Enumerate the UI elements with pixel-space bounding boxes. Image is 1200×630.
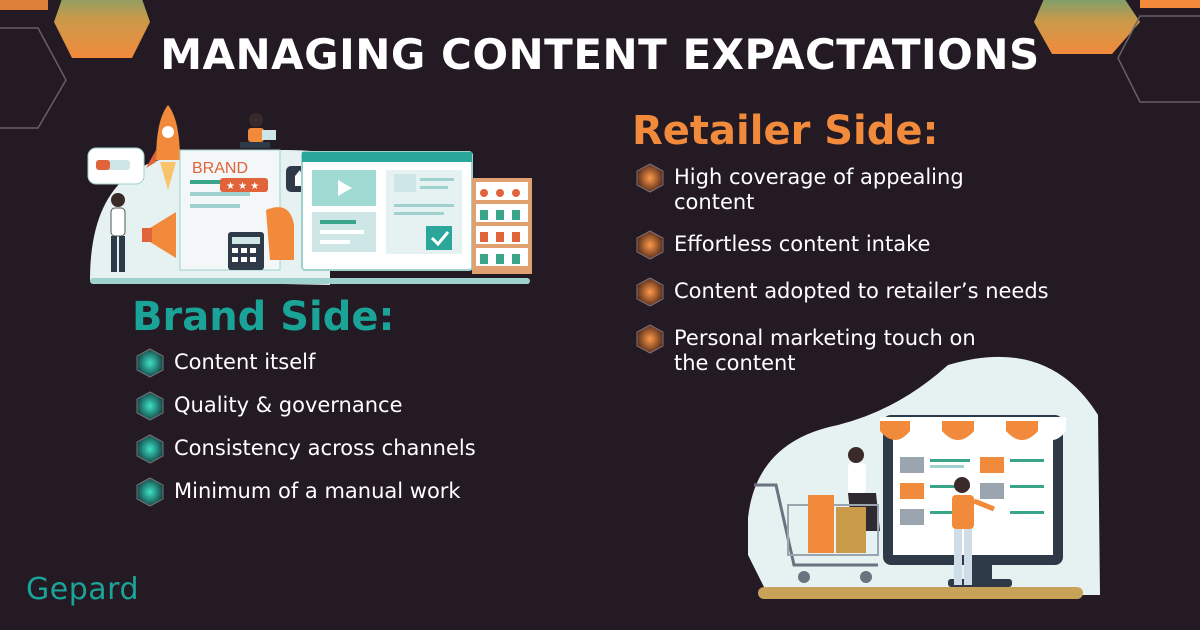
retailer-side-heading: Retailer Side: <box>632 108 939 154</box>
hexagon-shape <box>54 0 150 58</box>
hexagon-shape <box>1117 15 1200 103</box>
brand-illustration: ★ ★ ★ <box>87 105 532 285</box>
retailer-side-list: High coverage of appealing content Effor… <box>636 163 1116 393</box>
hexagon-shape <box>1034 0 1140 54</box>
list-item: Effortless content intake <box>636 230 1116 260</box>
list-item: Content itself <box>136 348 576 393</box>
store-awning-icon <box>880 417 1066 440</box>
shelf-icon <box>472 178 532 274</box>
list-item: Personal marketing touch on the content <box>636 324 1116 376</box>
list-item: Consistency across channels <box>136 434 576 479</box>
hexagon-shape <box>1140 0 1200 8</box>
list-item: Quality & governance <box>136 391 576 436</box>
list-item: Content adopted to retailer’s needs <box>636 277 1116 307</box>
retailer-item-text: Effortless content intake <box>674 232 931 256</box>
hexagon-shape <box>0 27 67 129</box>
svg-text:★ ★ ★: ★ ★ ★ <box>226 181 259 192</box>
browser-window-icon <box>301 151 473 271</box>
hexagon-bullet-icon <box>636 230 664 260</box>
calculator-icon <box>228 232 264 270</box>
brand-item-text: Consistency across channels <box>174 436 476 460</box>
retailer-item-text: Personal marketing touch on the content <box>674 326 976 375</box>
brand-item-text: Quality & governance <box>174 393 403 417</box>
hexagon-bullet-icon <box>636 163 664 193</box>
hexagon-bullet-icon <box>636 324 664 354</box>
retailer-item-text: Content adopted to retailer’s needs <box>674 279 1049 303</box>
play-icon <box>338 180 352 196</box>
brand-item-text: Minimum of a manual work <box>174 479 461 503</box>
page-title: MANAGING CONTENT EXPACTATIONS <box>160 30 1040 79</box>
hexagon-bullet-icon <box>136 477 164 507</box>
brand-item-text: Content itself <box>174 350 316 374</box>
hexagon-bullet-icon <box>136 348 164 378</box>
monitor-icon <box>883 415 1063 587</box>
retail-illustration <box>748 356 1100 599</box>
shopping-cart-icon <box>754 483 879 583</box>
hexagon-bullet-icon <box>136 391 164 421</box>
retailer-item-text: High coverage of appealing content <box>674 165 964 214</box>
brand-side-heading: Brand Side: <box>132 294 395 340</box>
gepard-logo: Gepard <box>26 572 139 607</box>
man-figure <box>952 477 995 585</box>
hexagon-bullet-icon <box>636 277 664 307</box>
image-icon <box>394 174 416 192</box>
list-item: Minimum of a manual work <box>136 477 576 522</box>
megaphone-icon <box>142 212 176 258</box>
search-bubble-icon <box>87 147 145 185</box>
brand-side-list: Content itself Quality & governance Cons… <box>136 348 576 522</box>
checkmark-icon <box>430 231 450 247</box>
hexagon-shape <box>0 0 48 10</box>
brand-board-label: BRAND <box>192 160 249 177</box>
laptop-icon <box>262 130 276 140</box>
man-figure <box>240 113 276 148</box>
hand-shape <box>266 207 294 260</box>
hexagon-bullet-icon <box>136 434 164 464</box>
woman-figure <box>110 193 126 272</box>
list-item: High coverage of appealing content <box>636 163 1116 215</box>
